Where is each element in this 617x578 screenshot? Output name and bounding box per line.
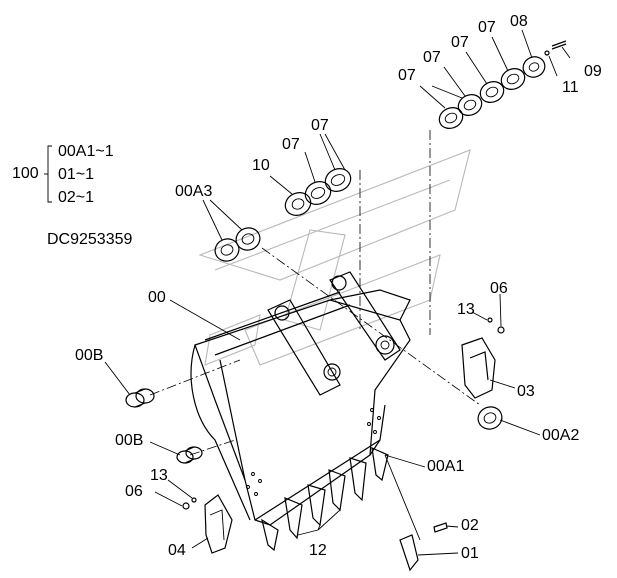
callout-07: 07 <box>282 136 300 153</box>
ring-08 <box>522 56 546 78</box>
callout-07: 07 <box>398 67 416 84</box>
washer-07-6 <box>324 168 352 192</box>
callout-13: 13 <box>457 301 475 318</box>
assembly-variant-3: 02~1 <box>58 189 95 206</box>
washer-07-4 <box>500 68 526 90</box>
side-cutter-03 <box>461 337 496 399</box>
bolt-13-left <box>191 497 197 503</box>
callout-00A3: 00A3 <box>175 183 213 200</box>
pin-02 <box>433 522 448 533</box>
spacer-10 <box>284 192 312 216</box>
bushing-00B-2 <box>176 446 203 464</box>
bolt-09 <box>544 40 567 56</box>
assembly-number: 100 <box>12 165 39 182</box>
bolt-13-right <box>487 317 493 323</box>
callout-11: 11 <box>562 79 579 96</box>
seal-00A2 <box>477 406 503 430</box>
washer-07-1 <box>438 107 464 129</box>
seal-00A3 <box>214 227 261 262</box>
callout-08: 08 <box>510 13 528 30</box>
callout-07: 07 <box>478 19 496 36</box>
callout-12: 12 <box>309 542 327 559</box>
callout-06: 06 <box>490 280 508 297</box>
callout-00: 00 <box>148 289 166 306</box>
callout-03: 03 <box>517 383 535 400</box>
watermark-logo <box>198 149 471 366</box>
assembly-variant-1: 00A1~1 <box>58 143 114 160</box>
washer-07-2 <box>457 94 483 116</box>
callout-00A1: 00A1 <box>427 458 465 475</box>
bolt-06-right <box>497 326 505 334</box>
callout-13: 13 <box>150 467 168 484</box>
callout-07: 07 <box>423 49 441 66</box>
callout-02: 02 <box>461 517 479 534</box>
callout-07: 07 <box>451 34 469 51</box>
assembly-brace <box>44 145 52 203</box>
assembly-variant-2: 01~1 <box>58 166 95 183</box>
drawing-code: DC9253359 <box>47 231 133 248</box>
callout-09: 09 <box>584 63 602 80</box>
bucket-teeth <box>261 447 389 552</box>
callout-10: 10 <box>252 157 270 174</box>
callout-01: 01 <box>461 545 479 562</box>
leader-lines <box>104 29 571 556</box>
side-cutter-04 <box>204 494 233 554</box>
callout-00B: 00B <box>75 347 104 364</box>
callout-00A2: 00A2 <box>542 427 580 444</box>
callout-00B: 00B <box>115 432 144 449</box>
tooth-01 <box>399 534 419 572</box>
callout-06: 06 <box>125 483 143 500</box>
washer-07-3 <box>479 81 505 103</box>
washer-07-5 <box>304 181 332 205</box>
bushing-00B-1 <box>125 388 155 408</box>
callout-04: 04 <box>168 542 186 559</box>
callout-07: 07 <box>311 117 329 134</box>
bolt-06-left <box>182 502 190 510</box>
bucket-body-00 <box>190 271 411 526</box>
